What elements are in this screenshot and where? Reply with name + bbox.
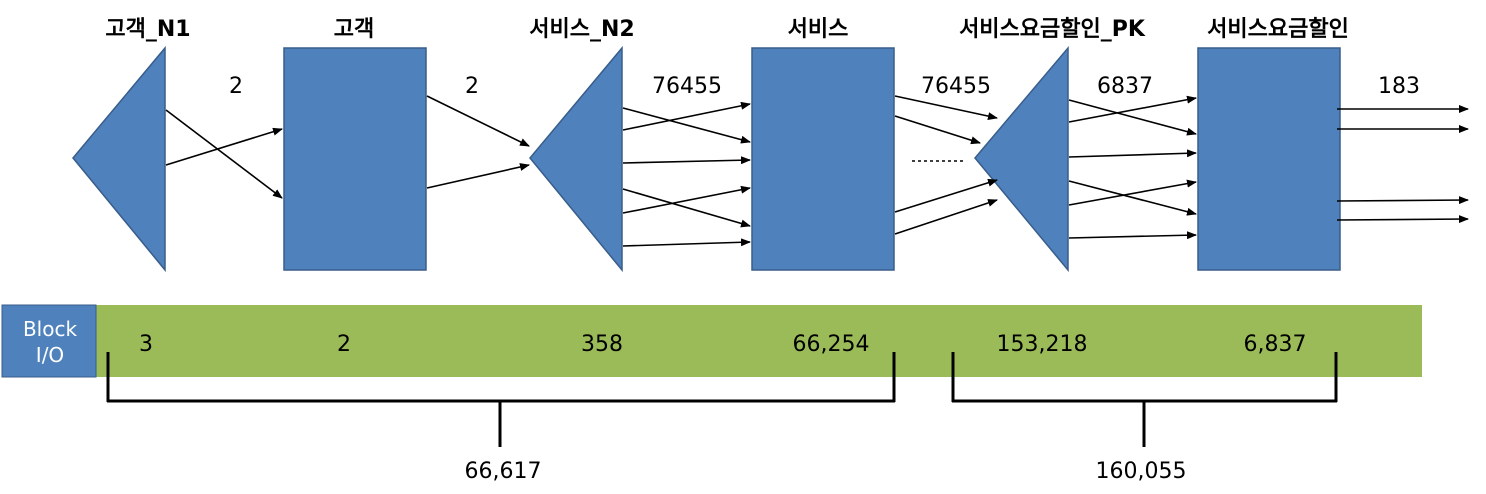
block-io-bar	[96, 305, 1422, 377]
table-node-customer	[283, 47, 427, 271]
index-node-service-discount-pk	[974, 45, 1069, 273]
block-io-value: 6,837	[1244, 332, 1307, 357]
table-node-service	[751, 47, 895, 271]
index-node-service-n2	[529, 45, 623, 273]
bracket-group-1	[106, 352, 896, 447]
arrows-customer-to-n2	[426, 95, 530, 189]
block-io-label-line1: Block	[23, 317, 78, 341]
block-io-value: 3	[139, 332, 153, 357]
index-label-service-discount-pk: 서비스요금할인_PK	[959, 17, 1146, 42]
block-io-label-box	[1, 304, 97, 378]
block-io-label-line2: I/O	[36, 343, 64, 367]
arrows-service-to-pk	[894, 95, 998, 235]
arrows-n1-to-customer	[165, 109, 283, 199]
index-label-customer-n1: 고객_N1	[105, 17, 190, 42]
flow-count-5: 6837	[1097, 74, 1153, 99]
table-label-service-discount: 서비스요금할인	[1207, 17, 1349, 42]
block-io-value: 153,218	[997, 332, 1088, 357]
flow-count-1: 2	[229, 74, 243, 99]
flow-count-3: 76455	[652, 74, 722, 99]
flow-count-4: 76455	[921, 74, 991, 99]
arrows-output	[1336, 105, 1469, 224]
bracket-group-2	[951, 352, 1338, 447]
index-label-service-n2: 서비스_N2	[529, 17, 634, 42]
block-io-value: 358	[581, 332, 623, 357]
block-io-value: 2	[337, 332, 351, 357]
table-label-service: 서비스	[788, 17, 849, 42]
table-label-customer: 고객	[334, 17, 374, 42]
table-node-service-discount	[1197, 47, 1341, 271]
block-io-value: 66,254	[793, 332, 870, 357]
arrows-pk-to-service-discount	[1068, 95, 1197, 240]
group-total-1: 66,617	[465, 459, 542, 484]
index-node-customer-n1	[72, 45, 166, 273]
group-total-2: 160,055	[1096, 459, 1187, 484]
arrows-n2-to-service	[622, 101, 751, 247]
flow-count-2: 2	[465, 74, 479, 99]
flow-count-6: 183	[1378, 74, 1420, 99]
